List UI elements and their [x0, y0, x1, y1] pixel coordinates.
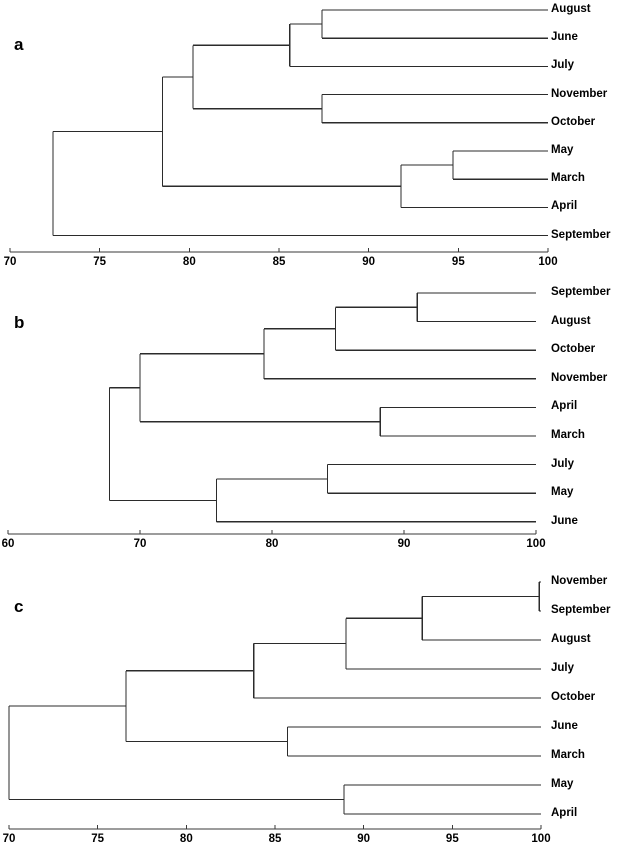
axis-tick-label-95: 95: [445, 833, 459, 845]
axis-tick-label-90: 90: [362, 256, 376, 268]
leaf-label-march: March: [551, 749, 585, 761]
axis-tick-label-90: 90: [397, 538, 411, 550]
leaf-label-july: July: [551, 59, 575, 72]
panel-letter-b: b: [14, 313, 25, 332]
axis-tick-label-70: 70: [3, 256, 17, 268]
leaf-label-november: November: [551, 371, 608, 384]
leaf-label-may: May: [551, 486, 574, 499]
leaf-label-april: April: [551, 200, 578, 213]
panel-letter-c: c: [14, 597, 24, 616]
axis-tick-label-75: 75: [91, 833, 105, 845]
axis-tick-label-75: 75: [93, 256, 107, 268]
leaf-label-may: May: [551, 778, 574, 790]
leaf-label-april: April: [551, 807, 578, 819]
axis-tick-label-85: 85: [272, 256, 286, 268]
leaf-label-june: June: [551, 31, 578, 44]
leaf-label-july: July: [551, 662, 575, 674]
leaf-label-september: September: [551, 286, 611, 298]
leaf-label-april: April: [551, 400, 578, 413]
leaf-label-august: August: [551, 314, 591, 327]
leaf-label-november: November: [551, 87, 608, 100]
panel-letter-a: a: [14, 35, 24, 54]
dendrogram-lines: [9, 9, 549, 253]
leaf-label-november: November: [551, 575, 608, 587]
axis-tick-label-80: 80: [179, 833, 193, 845]
axis-tick-label-85: 85: [268, 833, 282, 845]
leaf-label-july: July: [551, 457, 575, 470]
leaf-label-june: June: [551, 720, 578, 732]
axis-tick-label-70: 70: [133, 538, 147, 550]
leaf-label-march: March: [551, 172, 585, 185]
axis-tick-label-100: 100: [538, 256, 558, 268]
axis-tick-label-100: 100: [526, 538, 546, 550]
dendrogram-lines: [8, 581, 542, 830]
leaf-label-september: September: [551, 604, 611, 616]
axis-tick-label-70: 70: [2, 833, 16, 845]
leaf-label-october: October: [551, 691, 596, 703]
axis-tick-label-100: 100: [531, 833, 551, 845]
axis-tick-label-80: 80: [265, 538, 279, 550]
axis-tick-label-90: 90: [357, 833, 371, 845]
leaf-label-september: September: [551, 228, 611, 241]
leaf-label-march: March: [551, 429, 585, 441]
leaf-label-october: October: [551, 115, 596, 128]
leaf-label-august: August: [551, 633, 591, 645]
axis-tick-label-80: 80: [182, 256, 196, 268]
axis-tick-label-60: 60: [1, 538, 15, 550]
axis-tick-label-95: 95: [451, 256, 465, 268]
leaf-label-may: May: [551, 144, 574, 156]
leaf-label-august: August: [551, 3, 591, 15]
dendrogram-lines: [7, 292, 537, 535]
leaf-label-october: October: [551, 343, 596, 356]
leaf-label-june: June: [551, 514, 578, 527]
